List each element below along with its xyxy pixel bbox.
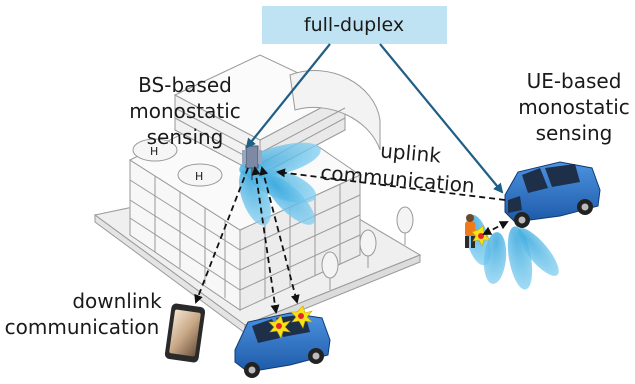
downlink-label-line-1: downlink xyxy=(72,289,162,313)
ue-sensing-beams xyxy=(465,214,559,290)
full-duplex-box: full-duplex xyxy=(262,6,447,44)
full-duplex-arrow-bs xyxy=(245,43,331,149)
communication-arrows xyxy=(194,166,509,314)
full-duplex-label: full-duplex xyxy=(304,14,404,36)
tree-icon xyxy=(321,206,414,290)
downlink-label-line-2: communication xyxy=(5,315,160,339)
car-icon xyxy=(504,161,601,228)
ue-sensing-label-line-1: UE-based xyxy=(527,69,622,93)
full-duplex-arrow-ue xyxy=(379,43,504,194)
ue-sensing-label: UE-based monostatic sensing xyxy=(518,69,630,145)
full-duplex-arrows xyxy=(245,43,504,194)
ue-sensing-arrow xyxy=(482,221,509,235)
bs-sensing-label-line-3: sensing xyxy=(147,125,224,149)
bs-sensing-label-line-2: monostatic xyxy=(129,99,241,123)
bs-sensing-label-line-1: BS-based xyxy=(138,73,232,97)
pedestrian-icon xyxy=(465,214,475,248)
smartphone-icon xyxy=(164,303,206,363)
bs-sensing-label: BS-based monostatic sensing xyxy=(129,73,241,149)
downlink-label: downlink communication xyxy=(5,289,162,339)
reflection-burst-icon xyxy=(268,305,313,339)
svg-text:H: H xyxy=(150,145,158,158)
bs-sensing-arrow-2 xyxy=(259,166,300,304)
uplink-arrow xyxy=(276,168,506,201)
downlink-arrow xyxy=(194,167,249,304)
uplink-label-line-1: uplink xyxy=(379,138,442,167)
svg-text:H: H xyxy=(195,170,203,183)
ue-sensing-label-line-2: monostatic xyxy=(518,95,630,119)
car-icon xyxy=(234,312,331,378)
ue-sensing-label-line-3: sensing xyxy=(536,121,613,145)
